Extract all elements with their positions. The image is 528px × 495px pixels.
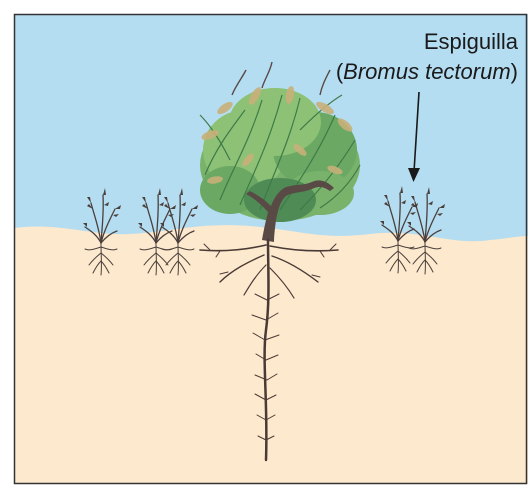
species-label-line2: (Bromus tectorum) — [336, 59, 518, 84]
species-label-line1: Espiguilla — [424, 29, 519, 54]
soil — [14, 225, 528, 484]
